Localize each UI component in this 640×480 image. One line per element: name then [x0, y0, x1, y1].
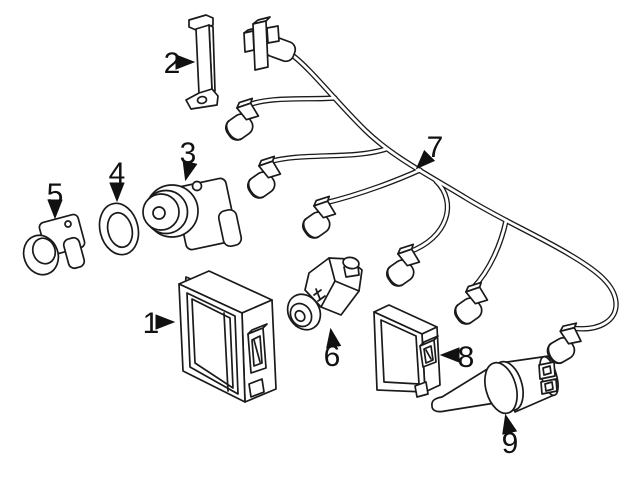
callout-4-number: 4	[109, 157, 126, 190]
callout-7: 7	[415, 131, 444, 170]
callout-8-number: 8	[458, 341, 475, 374]
part-park-sensor	[142, 177, 243, 251]
harness-main-connector	[243, 16, 297, 71]
part-seal-ring	[98, 202, 140, 256]
callout-5: 5	[47, 178, 64, 220]
callout-4: 4	[109, 157, 126, 203]
callout-9-number: 9	[502, 427, 519, 460]
part-temperature-sensor	[431, 355, 559, 415]
callout-2-number: 2	[164, 47, 181, 80]
part-park-sensor-bracket	[22, 213, 86, 276]
part-camera-sensor	[286, 256, 363, 331]
callout-5-number: 5	[47, 178, 64, 211]
callout-3: 3	[180, 137, 198, 182]
callout-2: 2	[164, 47, 196, 80]
callout-6: 6	[324, 327, 342, 373]
harness-wires	[243, 52, 619, 332]
part-control-module	[178, 270, 277, 403]
callout-6-number: 6	[324, 340, 341, 373]
part-mounting-bracket	[185, 14, 219, 110]
callout-1: 1	[143, 307, 176, 340]
callout-7-number: 7	[427, 131, 444, 164]
callout-1-number: 1	[143, 307, 160, 340]
callout-9: 9	[502, 413, 519, 460]
callout-8: 8	[439, 341, 475, 374]
callout-3-number: 3	[180, 137, 197, 170]
part-control-module-small	[373, 304, 441, 398]
harness-branch-connector-5	[445, 278, 498, 329]
part-wiring-harness	[216, 16, 619, 368]
